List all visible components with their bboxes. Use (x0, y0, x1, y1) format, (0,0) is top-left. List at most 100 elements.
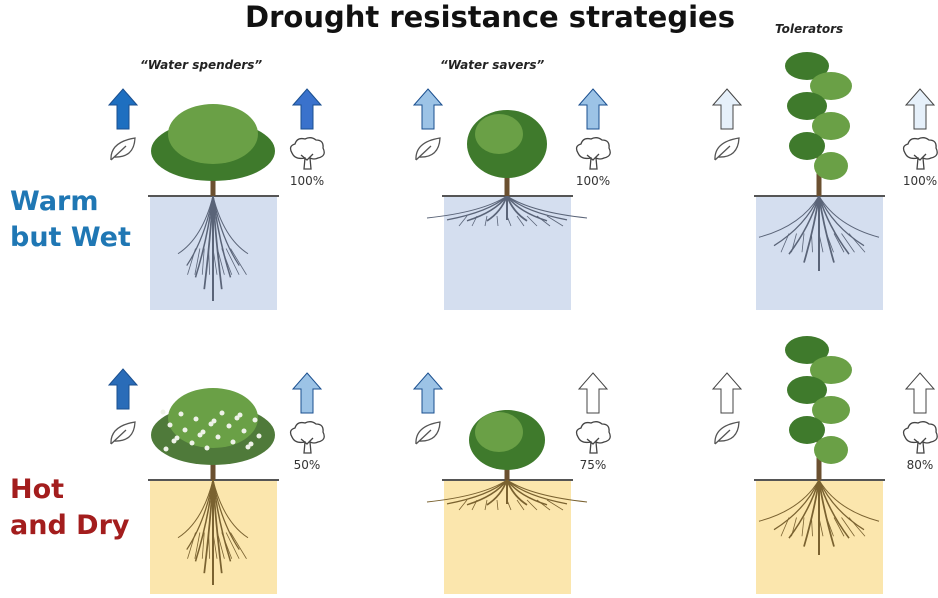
root-line (212, 248, 218, 275)
canopy (787, 92, 827, 120)
leaf-transpiration-arrow-icon (412, 372, 444, 414)
leaf-transpiration-arrow-icon (107, 88, 139, 130)
canopy (814, 152, 848, 180)
root-line (818, 479, 865, 531)
root-line (818, 195, 835, 263)
root-line (516, 499, 525, 511)
root-line (446, 479, 508, 505)
root-line (818, 479, 850, 539)
root-line (446, 195, 508, 221)
root-line (801, 517, 805, 537)
root-line (848, 517, 866, 537)
root-line (426, 195, 508, 219)
root-line (773, 479, 820, 531)
root-line (536, 499, 551, 511)
leaf-icon (712, 136, 742, 166)
root-line (458, 215, 468, 227)
root-line (546, 215, 564, 227)
root-line (801, 233, 805, 253)
panel-saver-row2: 75% (412, 372, 611, 594)
diagram-title: Drought resistance strategies (245, 0, 735, 34)
root-line (841, 233, 855, 253)
canopy (812, 112, 850, 140)
tree-growth-arrow-icon (577, 88, 609, 130)
root-line (230, 248, 247, 275)
canopy-gap (204, 445, 210, 451)
column-label-water-spenders: “Water spenders” (140, 58, 263, 72)
canopy (785, 52, 829, 80)
tree-illustration (151, 388, 275, 585)
root-line (833, 517, 845, 537)
tree-icon (287, 420, 327, 458)
canopy-gap (211, 418, 217, 424)
row-label-line: Hot (10, 474, 65, 505)
growth-percent: 80% (906, 458, 934, 472)
root-line (536, 215, 551, 227)
tree-icon (573, 136, 613, 174)
root-line (818, 195, 880, 238)
canopy-gap (226, 423, 232, 429)
canopy-gap (189, 440, 195, 446)
panel-tolerator-row2: 80% (711, 336, 938, 594)
root-line (221, 248, 233, 275)
root-line (194, 248, 201, 275)
root-line (811, 517, 813, 537)
root-line (818, 233, 824, 253)
root-line (486, 195, 508, 222)
root-line (818, 479, 880, 522)
root-line (225, 532, 240, 559)
canopy (475, 412, 523, 452)
root-line (212, 195, 240, 266)
root-line (811, 233, 813, 253)
root-line (230, 532, 247, 559)
canopy-gap (163, 446, 169, 452)
canopy-gap (252, 417, 258, 423)
root-line (506, 499, 512, 511)
leaf-icon (413, 420, 443, 450)
row-label-line: but Wet (10, 222, 131, 253)
panel-spender-row2: 50% (107, 368, 325, 594)
tree-growth-arrow-icon (904, 372, 936, 414)
tree-icon (573, 420, 613, 458)
root-line (212, 479, 240, 550)
root-line (216, 248, 225, 275)
tree-growth-arrow-icon (291, 372, 323, 414)
canopy (789, 416, 825, 444)
root-line (426, 479, 508, 503)
leaf-icon (712, 420, 742, 450)
root-line (506, 195, 568, 221)
root-line (506, 479, 588, 503)
panel-saver-row1: 100% (412, 88, 611, 310)
growth-percent: 50% (293, 458, 321, 472)
leaf-transpiration-arrow-icon (412, 88, 444, 130)
canopy (812, 396, 850, 424)
leaf-icon (108, 136, 138, 166)
tree-icon (900, 136, 938, 174)
root-line (526, 499, 538, 511)
column-label-tolerators: Tolerators (775, 22, 844, 36)
growth-percent: 100% (289, 174, 325, 188)
tree-illustration (151, 104, 275, 301)
root-line (212, 532, 218, 559)
tree-illustration (758, 52, 880, 271)
root-line (466, 479, 508, 506)
leaf-transpiration-arrow-icon (711, 88, 743, 130)
root-line (466, 195, 508, 222)
canopy-gap (230, 439, 236, 445)
root-line (818, 195, 850, 255)
canopy-gap (248, 441, 254, 447)
root-line (216, 532, 225, 559)
root-line (486, 479, 508, 506)
root-line (826, 233, 834, 253)
canopy-gap (174, 435, 180, 441)
row-label-warm-wet: Warm but Wet (10, 184, 131, 256)
leaf-icon (108, 420, 138, 450)
root-line (484, 215, 488, 227)
root-line (208, 248, 211, 275)
row-label-line: Warm (10, 186, 99, 217)
canopy (785, 336, 829, 364)
root-line (773, 195, 820, 247)
growth-percent: 100% (902, 174, 938, 188)
root-line (201, 248, 205, 275)
root-line (758, 479, 820, 522)
